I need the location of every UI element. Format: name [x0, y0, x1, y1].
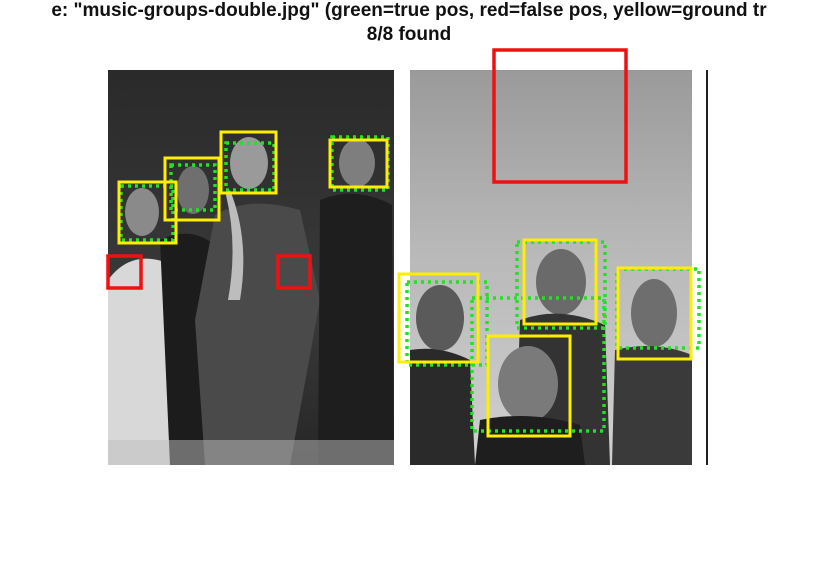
true-positive-box	[169, 163, 217, 212]
true-positive-box	[119, 184, 175, 242]
true-positive-box	[405, 280, 489, 367]
true-positive-box	[470, 296, 606, 433]
ground-truth-box	[219, 130, 278, 195]
false-positive-box	[492, 48, 628, 184]
true-positive-box	[224, 141, 276, 192]
figure-title: e: "music-groups-double.jpg" (green=true…	[51, 0, 767, 21]
left-photo	[108, 70, 394, 466]
ground-truth-box	[117, 180, 178, 245]
ground-truth-box	[163, 156, 221, 222]
ground-truth-box	[522, 238, 598, 326]
ground-truth-box	[397, 272, 480, 364]
true-positive-box	[515, 240, 607, 330]
true-positive-box	[330, 135, 390, 192]
ground-truth-box	[486, 334, 572, 438]
ground-truth-box	[616, 266, 693, 361]
false-positive-box	[276, 254, 312, 290]
false-positive-box	[106, 254, 143, 290]
ground-truth-box	[328, 138, 389, 189]
found-count: 8/8 found	[366, 24, 452, 45]
